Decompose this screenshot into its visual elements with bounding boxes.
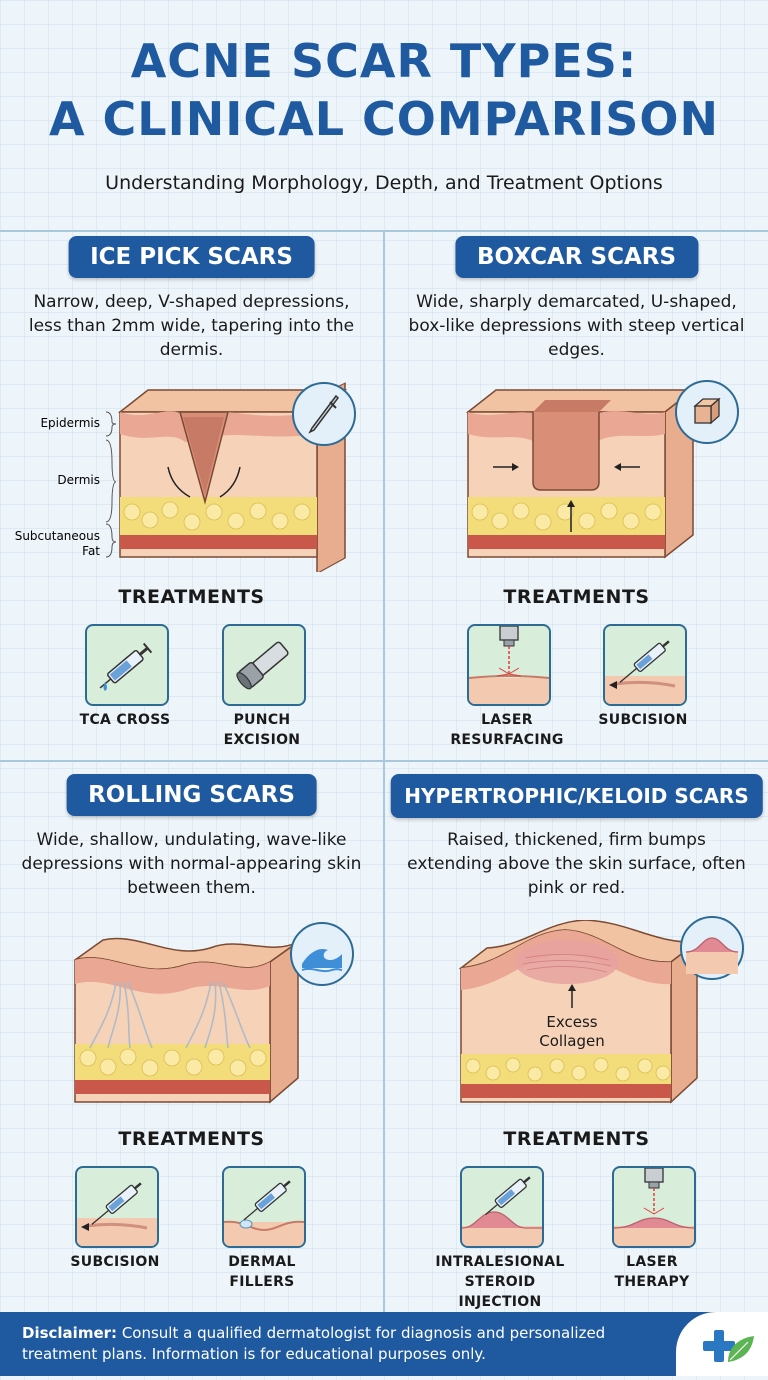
card-hypertrophic-keloid: HYPERTROPHIC/KELOID SCARS Raised, thicke… — [385, 762, 768, 1312]
raised-bump-icon — [680, 916, 744, 980]
page-title-line1: ACNE SCAR TYPES: — [130, 34, 638, 88]
treatments-heading: TREATMENTS — [118, 1128, 265, 1150]
card-title: HYPERTROPHIC/KELOID SCARS — [390, 774, 763, 818]
excess-collagen-label-1: Excess — [546, 1013, 597, 1031]
card-description: Wide, shallow, undulating, wave-like dep… — [21, 830, 362, 898]
treatment-label: SUBCISION — [70, 1254, 160, 1270]
treatments-heading: TREATMENTS — [503, 1128, 650, 1150]
hypertrophic-skin-diagram: Excess Collagen — [458, 920, 700, 1104]
subcision-needle-icon — [75, 1166, 159, 1248]
boxcar-skin-diagram — [465, 388, 696, 559]
laser-icon — [612, 1166, 696, 1248]
disclaimer-label: Disclaimer: — [22, 1324, 118, 1342]
filler-syringe-icon — [222, 1166, 306, 1248]
card-description: Narrow, deep, V-shaped depressions, less… — [28, 292, 355, 360]
disclaimer-text: Disclaimer: Consult a qualified dermatol… — [22, 1323, 652, 1365]
card-title: BOXCAR SCARS — [454, 236, 699, 278]
medical-cross-leaf-icon — [676, 1312, 768, 1376]
card-title: ICE PICK SCARS — [68, 236, 315, 278]
divider-vertical — [383, 232, 385, 1312]
card-ice-pick: ICE PICK SCARS Narrow, deep, V-shaped de… — [0, 232, 383, 760]
disclaimer-body: Consult a qualified dermatologist for di… — [22, 1324, 606, 1363]
wave-icon — [290, 922, 354, 986]
treatments-heading: TREATMENTS — [503, 586, 650, 608]
steroid-injection-icon — [460, 1166, 544, 1248]
card-title: ROLLING SCARS — [66, 774, 317, 816]
needle-icon — [292, 382, 356, 446]
card-rolling: ROLLING SCARS Wide, shallow, undulating,… — [0, 762, 383, 1312]
header: ACNE SCAR TYPES: A CLINICAL COMPARISON U… — [0, 0, 768, 228]
treatment-label: SUBCISION — [598, 712, 688, 728]
divider-horizontal — [0, 760, 768, 762]
punch-tool-icon — [222, 624, 306, 706]
card-description: Raised, thickened, firm bumps extending … — [407, 830, 746, 898]
page-subtitle: Understanding Morphology, Depth, and Tre… — [105, 172, 663, 194]
laser-icon — [467, 624, 551, 706]
card-description: Wide, sharply demarcated, U-shaped, box-… — [408, 292, 745, 360]
layer-label-epidermis: Epidermis — [40, 416, 100, 430]
page-title-line2: A CLINICAL COMPARISON — [48, 92, 720, 146]
cube-icon — [675, 380, 739, 444]
layer-label-dermis: Dermis — [57, 473, 100, 487]
subcision-needle-icon — [603, 624, 687, 706]
layer-label-fat: Fat — [82, 544, 100, 558]
layer-label-subcutaneous: Subcutaneous — [15, 529, 100, 543]
card-boxcar: BOXCAR SCARS Wide, sharply demarcated, U… — [385, 232, 768, 760]
divider-top — [0, 230, 768, 232]
excess-collagen-label-2: Collagen — [539, 1032, 604, 1050]
syringe-drop-icon — [85, 624, 169, 706]
treatment-label: TCA CROSS — [79, 712, 171, 728]
rolling-skin-diagram — [74, 937, 299, 1104]
disclaimer-footer: Disclaimer: Consult a qualified dermatol… — [0, 1312, 768, 1376]
treatments-heading: TREATMENTS — [118, 586, 265, 608]
ice-pick-skin-diagram: Epidermis Dermis Subcutaneous Fat — [15, 382, 348, 572]
